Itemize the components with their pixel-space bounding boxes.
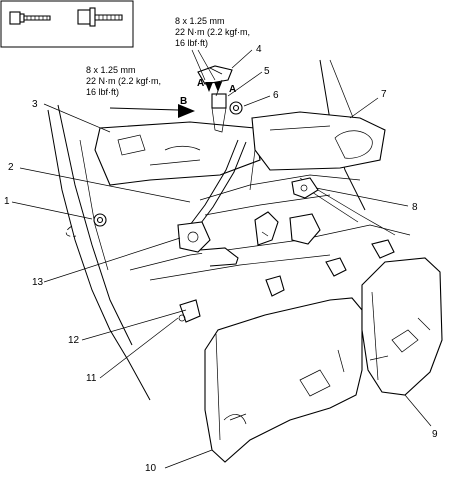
flange-bolt-icon — [9, 11, 51, 25]
callout-2: 2 — [8, 162, 14, 173]
view-marker-b-arrow — [109, 104, 195, 118]
floor-brackets — [178, 239, 395, 323]
washer-bolt-icon — [77, 7, 123, 27]
callout-12: 12 — [68, 335, 80, 346]
seat-back-right — [361, 257, 443, 396]
callout-1: 1 — [4, 196, 10, 207]
leader-lines — [11, 49, 432, 469]
torque-spec-lower-torque: 22 N·m (2.2 kgf·m, — [86, 76, 161, 86]
view-marker-a-arrows — [205, 82, 222, 92]
belt-retractor-left — [177, 221, 239, 267]
callout-6: 6 — [273, 90, 279, 101]
callout-10: 10 — [145, 463, 157, 474]
callout-4: 4 — [256, 44, 262, 55]
callout-7: 7 — [381, 89, 387, 100]
callout-11: 11 — [86, 373, 97, 384]
torque-spec-lower: 8 x 1.25 mm 22 N·m (2.2 kgf·m, 16 lbf·ft… — [86, 65, 161, 97]
center-buckle-group — [254, 211, 321, 246]
callout-13: 13 — [32, 277, 44, 288]
rear-tray-left — [94, 121, 261, 186]
callout-3: 3 — [32, 99, 38, 110]
view-marker-a-right: A — [229, 84, 236, 95]
view-marker-b: B — [180, 96, 187, 107]
anchor-bolt-1 — [65, 213, 107, 237]
rear-tray-right — [251, 111, 386, 171]
torque-spec-lower-size: 8 x 1.25 mm — [86, 65, 136, 75]
view-marker-labels: A A B — [180, 78, 236, 107]
right-anchor-8 — [291, 177, 319, 199]
upper-anchor-cluster — [197, 65, 243, 133]
callout-numbers: 1 2 3 4 5 6 7 8 9 10 11 12 13 — [4, 44, 438, 474]
callout-9: 9 — [432, 429, 438, 440]
callout-8: 8 — [412, 202, 418, 213]
fastener-legend — [0, 0, 134, 48]
torque-spec-upper-imperial: 16 lbf·ft) — [175, 38, 208, 48]
torque-spec-upper-size: 8 x 1.25 mm — [175, 16, 225, 26]
torque-spec-lower-imperial: 16 lbf·ft) — [86, 87, 119, 97]
view-marker-a-left: A — [197, 78, 204, 89]
seat-back-left — [204, 297, 363, 463]
torque-spec-upper-torque: 22 N·m (2.2 kgf·m, — [175, 27, 250, 37]
callout-5: 5 — [264, 66, 270, 77]
torque-spec-upper: 8 x 1.25 mm 22 N·m (2.2 kgf·m, 16 lbf·ft… — [175, 16, 250, 81]
